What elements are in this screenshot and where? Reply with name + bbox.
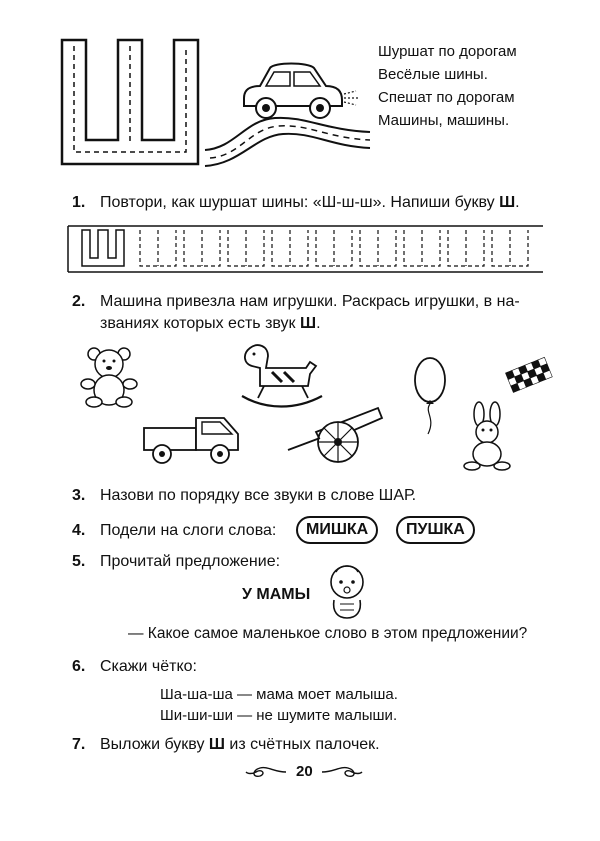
task-6: 6. Скажи чётко: [72,656,572,678]
balloon-icon [414,357,446,435]
task-1: 1. Повтори, как шуршат шины: «Ш-ш-ш». На… [72,192,572,214]
truck-icon [143,417,239,464]
baby-icon [330,565,364,619]
task-text: Подели на слоги слова: [100,522,277,539]
task-number: 2. [72,293,86,310]
rocking-horse-icon [241,344,323,408]
tongue-twister-line: Ша-ша-ша — мама моет малыша. [160,686,398,703]
task-text-line-2: званиях которых есть звук Ш. [100,315,321,332]
car-icon [243,62,358,119]
writing-line-icon [67,225,543,273]
task-number: 3. [72,487,86,504]
task-5-question: — Какое самое маленькое слово в этом пре… [128,625,528,642]
poem-line: Шуршат по дорогам [378,43,517,60]
ornament-left-icon [245,766,287,778]
bunny-icon [463,401,511,471]
checkered-flag-icon [505,356,553,393]
task-number: 4. [72,522,86,539]
task-number: 1. [72,194,86,211]
poem-line: Весёлые шины. [378,66,488,83]
task-text: Повтори, как шуршат шины: «Ш-ш-ш». Напиш… [100,194,520,211]
page-number: 20 [296,763,313,780]
task-3: 3. Назови по порядку все звуки в слове Ш… [72,485,572,507]
trace-letter-outline [227,230,265,267]
task-7: 7. Выложи букву Ш из счётных палочек. [72,734,572,756]
task-text: Выложи букву Ш из счётных палочек. [100,736,380,753]
task-number: 5. [72,553,86,570]
trace-letter-outline [491,230,529,267]
poem-line: Машины, машины. [378,112,510,129]
trace-letter-outline [315,230,353,267]
word-pill-mishka: МИШКА [296,516,379,544]
letter-sha-outline-icon [60,38,200,166]
task-text: Прочитай предложение: [100,553,281,570]
sentence-text: У МАМЫ [242,586,311,603]
tongue-twister-line: Ши-ши-ши — не шумите малыши. [160,707,398,724]
task-text-line-1: Машина привезла нам игрушки. Раскрась иг… [100,293,520,310]
word-pill-pushka: ПУШКА [396,516,475,544]
task-text: Скажи чётко: [100,658,197,675]
task-5: 5. Прочитай предложение: [72,551,572,573]
teddy-bear-icon [80,347,138,408]
trace-letter-outline [271,230,309,267]
task-2: 2. Машина привезла нам игрушки. Раскрась… [72,291,572,335]
trace-letter-outline [139,230,177,267]
cannon-icon [287,406,384,463]
poem: Шуршат по дорогам Весёлые шины. Спешат п… [378,40,517,132]
task-text: Назови по порядку все звуки в слове ШАР. [100,487,417,504]
trace-letter-outline [447,230,485,267]
trace-letter-outline [183,230,221,267]
task-number: 6. [72,658,86,675]
trace-letter-outline [403,230,441,267]
task-4: 4. Подели на слоги слова: [72,518,572,544]
checker-square [542,369,553,380]
task-number: 7. [72,736,86,753]
road-icon [204,116,371,167]
trace-letter-outline [359,230,397,267]
poem-line: Спешат по дорогам [378,89,515,106]
ornament-right-icon [321,766,363,778]
